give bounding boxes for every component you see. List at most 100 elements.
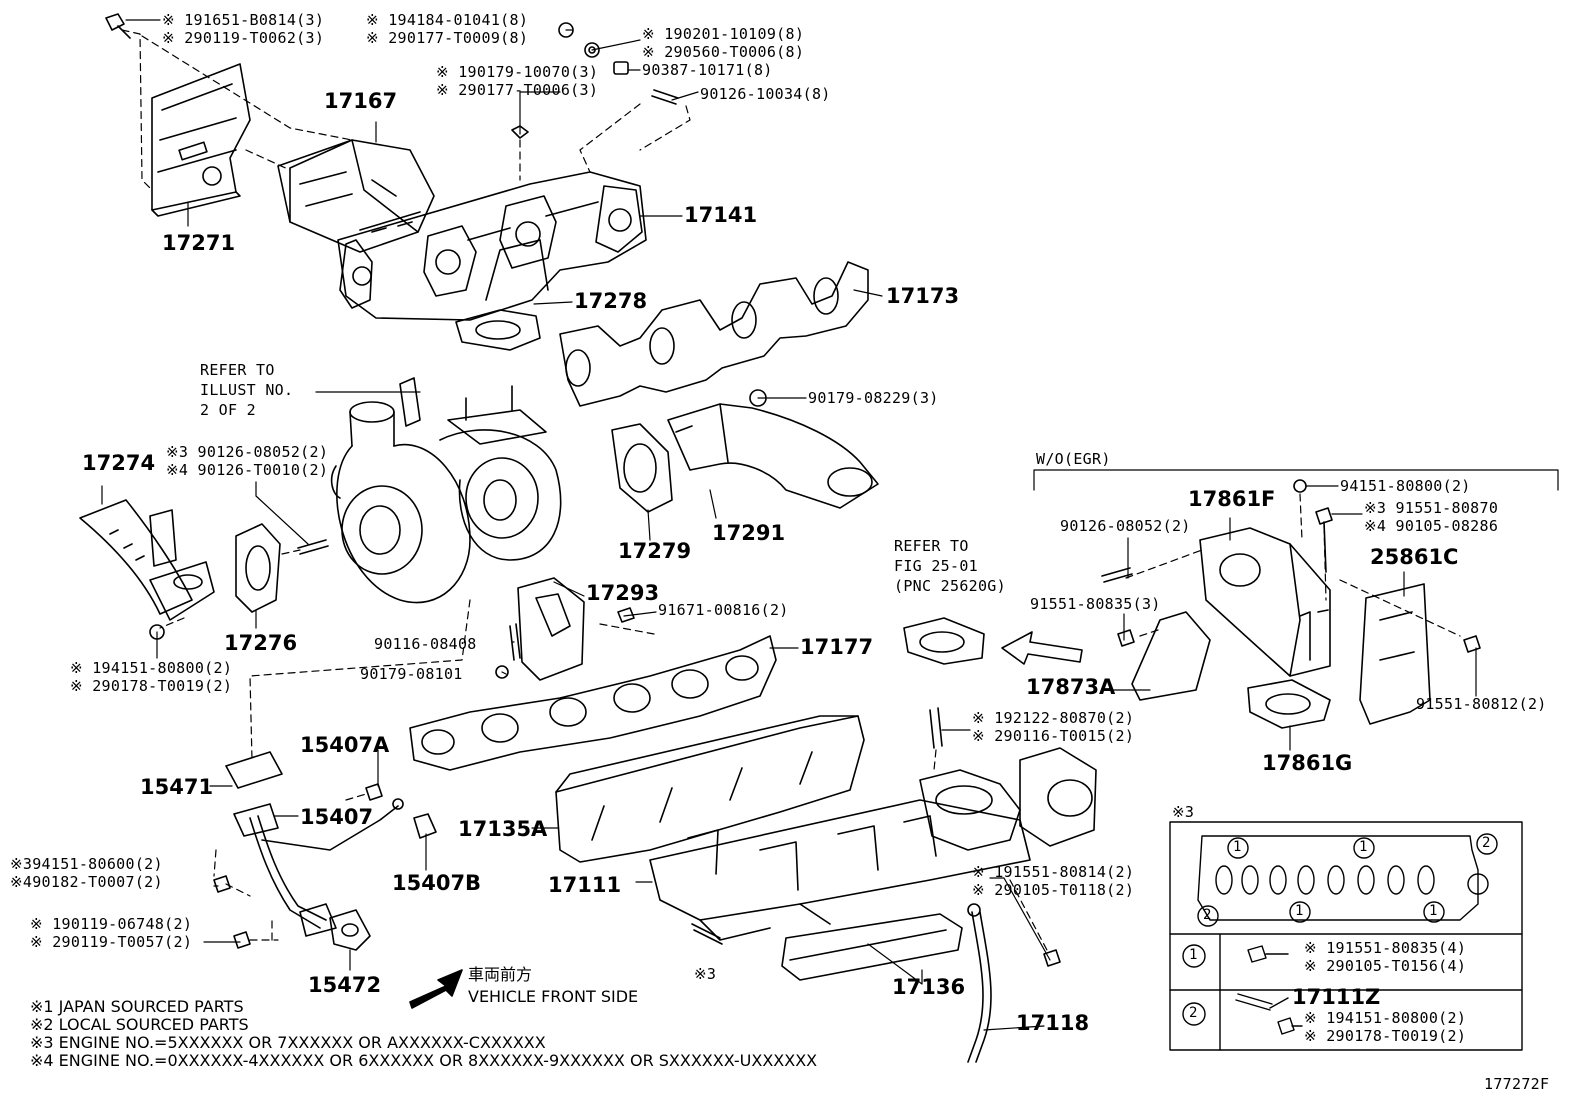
legend-row1-a: ※ 191551-80835(4)	[1304, 939, 1467, 957]
bolt-25861C	[1464, 636, 1480, 652]
part-17111: 17111	[548, 873, 622, 897]
ref-nut-pipe: 90179-08229(3)	[808, 389, 939, 407]
circle-2-a: 2	[1482, 835, 1491, 851]
top-fasteners	[512, 23, 678, 138]
part-17276: 17276	[224, 631, 298, 655]
footnote-2: ※2 LOCAL SOURCED PARTS	[30, 1015, 249, 1034]
leader-lines	[102, 20, 1476, 1030]
ref-stud-manifold-b: ※ 290116-T0015(2)	[972, 727, 1135, 745]
circle-1-b: 1	[1359, 839, 1368, 855]
bolt-91671-00816	[618, 608, 634, 622]
part-17135A: 17135A	[458, 817, 548, 841]
ref-nut-b2: ※ 290177-T0006(3)	[436, 81, 599, 99]
turbocharger	[332, 378, 561, 603]
gasket-17278	[456, 310, 540, 350]
legend-title: ※3	[1172, 803, 1195, 821]
ref-nut-15407-a: ※394151-80600(2)	[10, 855, 163, 873]
gasket-refer-fig	[904, 618, 984, 664]
ref-egr-bolt-25861: 91551-80812(2)	[1416, 695, 1547, 713]
part-17873A: 17873A	[1026, 675, 1116, 699]
assembly-lines	[122, 30, 1460, 952]
part-17136: 17136	[892, 975, 966, 999]
part-17861F: 17861F	[1188, 487, 1276, 511]
ref-stud-turbo-b: ※4 90126-T0010(2)	[166, 461, 329, 479]
part-17291: 17291	[712, 521, 786, 545]
nut-15407	[214, 876, 230, 892]
tube-17118	[968, 904, 991, 1062]
gasket-17173	[560, 262, 868, 406]
legend-row1-b: ※ 290105-T0156(4)	[1304, 957, 1467, 975]
legend-row2-a: ※ 194151-80800(2)	[1304, 1009, 1467, 1027]
ref-bolt-15472-a: ※ 190119-06748(2)	[30, 915, 193, 933]
stud-turbo	[298, 540, 328, 554]
gasket-17177	[410, 636, 776, 770]
bracket-17861F	[1200, 528, 1330, 676]
gasket-15472	[300, 904, 370, 950]
gasket-17861G	[1248, 680, 1330, 728]
exhaust-manifold-17141	[338, 172, 646, 320]
stud-manifold	[930, 708, 942, 748]
footnote-3: ※3 ENGINE NO.=5XXXXXX OR 7XXXXXX OR AXXX…	[30, 1033, 546, 1052]
ref-egr-bolt-b: ※4 90105-08286	[1364, 517, 1499, 535]
circle-1-c: 1	[1295, 903, 1304, 919]
ref-bolt-17271-a: ※ 191651-B0814(3)	[162, 11, 325, 29]
intake-manifold-17135A	[556, 716, 1096, 862]
legend-box	[1170, 822, 1522, 1050]
part-17141: 17141	[684, 203, 758, 227]
ref-nut-17293: 90179-08101	[360, 665, 463, 683]
ref-nut-a2: ※ 290177-T0009(8)	[366, 29, 529, 47]
ref-stud-manifold-a: ※ 192122-80870(2)	[972, 709, 1135, 727]
ref-egr-stud: 90126-08052(2)	[1060, 517, 1191, 535]
ref-egr-bolt-17873: 91551-80835(3)	[1030, 595, 1161, 613]
part-17118: 17118	[1016, 1011, 1090, 1035]
legend-row2-b: ※ 290178-T0019(2)	[1304, 1027, 1467, 1045]
ref-stud-17293: 90116-08408	[374, 635, 477, 653]
footnote-4: ※4 ENGINE NO.=0XXXXXX-4XXXXXX OR 6XXXXXX…	[30, 1051, 818, 1070]
group-bracket-woegr	[1034, 470, 1558, 490]
part-17274: 17274	[82, 451, 156, 475]
heat-insulator-17271	[152, 64, 250, 216]
part-17173: 17173	[886, 284, 960, 308]
exhaust-pipe-17291	[668, 404, 878, 508]
ref-stud-turbo-a: ※3 90126-08052(2)	[166, 443, 329, 461]
ref-stud: 90126-10034(8)	[700, 85, 831, 103]
woegr-label: W/O(EGR)	[1036, 450, 1111, 468]
vehicle-front-arrow	[410, 970, 462, 1008]
part-17279: 17279	[618, 539, 692, 563]
gasket-17279	[612, 424, 672, 512]
footnote-1: ※1 JAPAN SOURCED PARTS	[30, 997, 244, 1016]
bracket-15471	[226, 752, 282, 788]
bracket-17873A	[1132, 612, 1210, 700]
stud-90116-08408	[510, 624, 520, 660]
refer-fig-note: REFER TO FIG 25-01 (PNC 25620G)	[894, 537, 1006, 595]
ref-collar: 90387-10171(8)	[642, 61, 773, 79]
vehicle-front-en: VEHICLE FRONT SIDE	[468, 987, 639, 1006]
nut-90179-08101	[496, 666, 508, 678]
ref-nut-a1: ※ 194184-01041(8)	[366, 11, 529, 29]
union-15407B	[414, 814, 436, 838]
insulator-17136	[782, 914, 962, 980]
intake-manifold-17111	[650, 800, 1030, 940]
legend-circle-2-key: 2	[1189, 1005, 1198, 1021]
ref-egr-nut: 94151-80800(2)	[1340, 477, 1471, 495]
bolt-17118	[1044, 950, 1060, 966]
ref-nut-17274-b: ※ 290178-T0019(2)	[70, 677, 233, 695]
bolt-15407A	[366, 784, 403, 809]
ref-washer-a1: ※ 190201-10109(8)	[642, 25, 805, 43]
part-17111Z: 17111Z	[1292, 985, 1381, 1009]
ref-nut-15407-b: ※490182-T0007(2)	[10, 873, 163, 891]
ref-bolt-15472-b: ※ 290119-T0057(2)	[30, 933, 193, 951]
part-15472: 15472	[308, 973, 382, 997]
ref-washer-a2: ※ 290560-T0006(8)	[642, 43, 805, 61]
part-17167: 17167	[324, 89, 398, 113]
refer-illust-note: REFER TO ILLUST NO. 2 OF 2	[200, 361, 294, 419]
part-17293: 17293	[586, 581, 660, 605]
circle-1-d: 1	[1429, 903, 1438, 919]
bolt-17873A	[1118, 630, 1134, 646]
oil-pipe-15407	[234, 804, 398, 928]
ref-bolt-17118-a: ※ 191551-80814(2)	[972, 863, 1135, 881]
bolt-17271	[106, 14, 130, 38]
part-15471: 15471	[140, 775, 214, 799]
part-25861C: 25861C	[1370, 545, 1459, 569]
ref-egr-bolt-a: ※3 91551-80870	[1364, 499, 1499, 517]
